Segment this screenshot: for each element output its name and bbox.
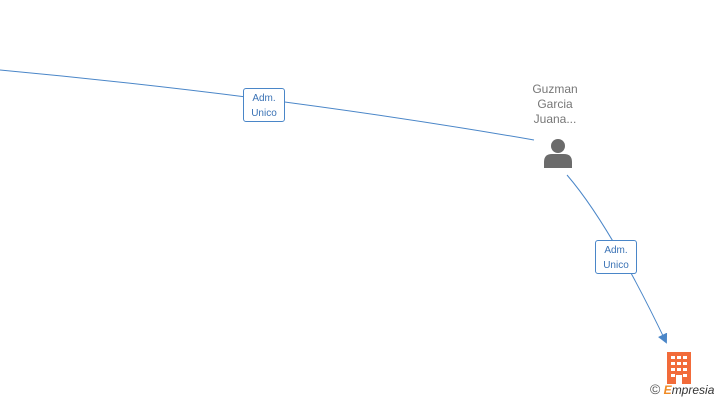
copyright-symbol: © [650,381,661,397]
edge-label-lower[interactable]: Adm. Unico [595,240,637,274]
edge-label-role-detail: Unico [251,108,277,119]
building-icon[interactable] [664,350,694,400]
person-name-line: Juana... [533,112,577,126]
person-name[interactable]: Guzman Garcia Juana... [515,82,595,127]
person-name-line: Garcia [537,97,573,111]
person-name-line: Guzman [532,82,578,96]
empresia-watermark: © Empresia [650,380,728,400]
edge-label-role: Adm. [604,245,628,256]
brand-initial: E [663,383,672,397]
brand-name: Empresia [664,383,715,397]
person-icon[interactable] [542,138,574,168]
edge-label-role-detail: Unico [603,260,629,271]
edge-label-upper[interactable]: Adm. Unico [243,88,285,122]
brand-rest: mpresia [671,383,715,397]
edge-label-role: Adm. [252,93,276,104]
